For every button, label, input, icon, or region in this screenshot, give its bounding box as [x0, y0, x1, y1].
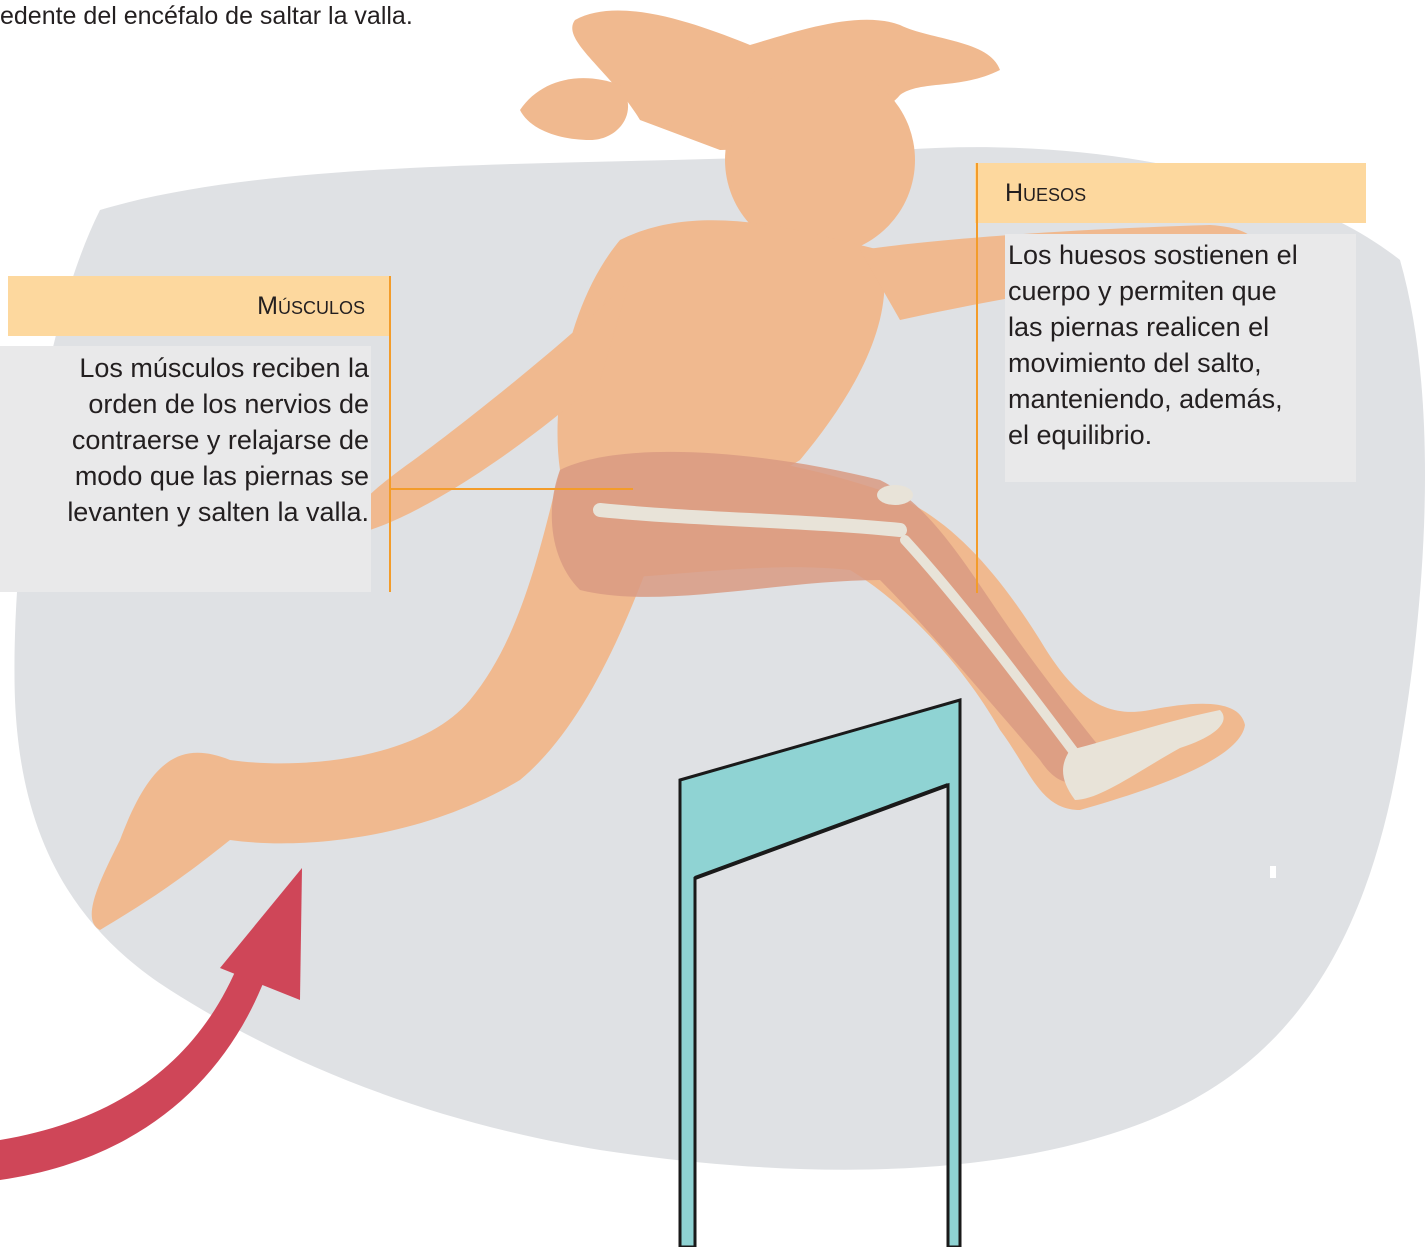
musculos-line: contraerse y relajarse de — [0, 422, 369, 458]
intro-text: edente del encéfalo de saltar la valla. — [0, 2, 413, 31]
musculos-line: levanten y salten la valla. — [0, 494, 369, 530]
musculos-leader-vertical — [389, 276, 391, 592]
huesos-line: cuerpo y permiten que — [1008, 273, 1356, 309]
musculos-line: orden de los nervios de — [0, 386, 369, 422]
huesos-line: movimiento del salto, — [1008, 345, 1356, 381]
huesos-title: Huesos — [975, 163, 1366, 223]
huesos-line: manteniendo, además, — [1008, 381, 1356, 417]
knee-cap — [877, 485, 913, 505]
musculos-description: Los músculos reciben la orden de los ner… — [0, 346, 371, 592]
huesos-leader-vertical — [976, 163, 978, 593]
musculos-line: Los músculos reciben la — [0, 350, 369, 386]
huesos-line: Los huesos sostienen el — [1008, 237, 1356, 273]
musculos-title: Músculos — [8, 276, 390, 336]
huesos-line: las piernas realicen el — [1008, 309, 1356, 345]
musculos-leader-horizontal — [389, 488, 633, 490]
white-mark — [1270, 866, 1276, 878]
huesos-line: el equilibrio. — [1008, 417, 1356, 453]
musculos-line: modo que las piernas se — [0, 458, 369, 494]
huesos-description: Los huesos sostienen el cuerpo y permite… — [1005, 234, 1356, 482]
